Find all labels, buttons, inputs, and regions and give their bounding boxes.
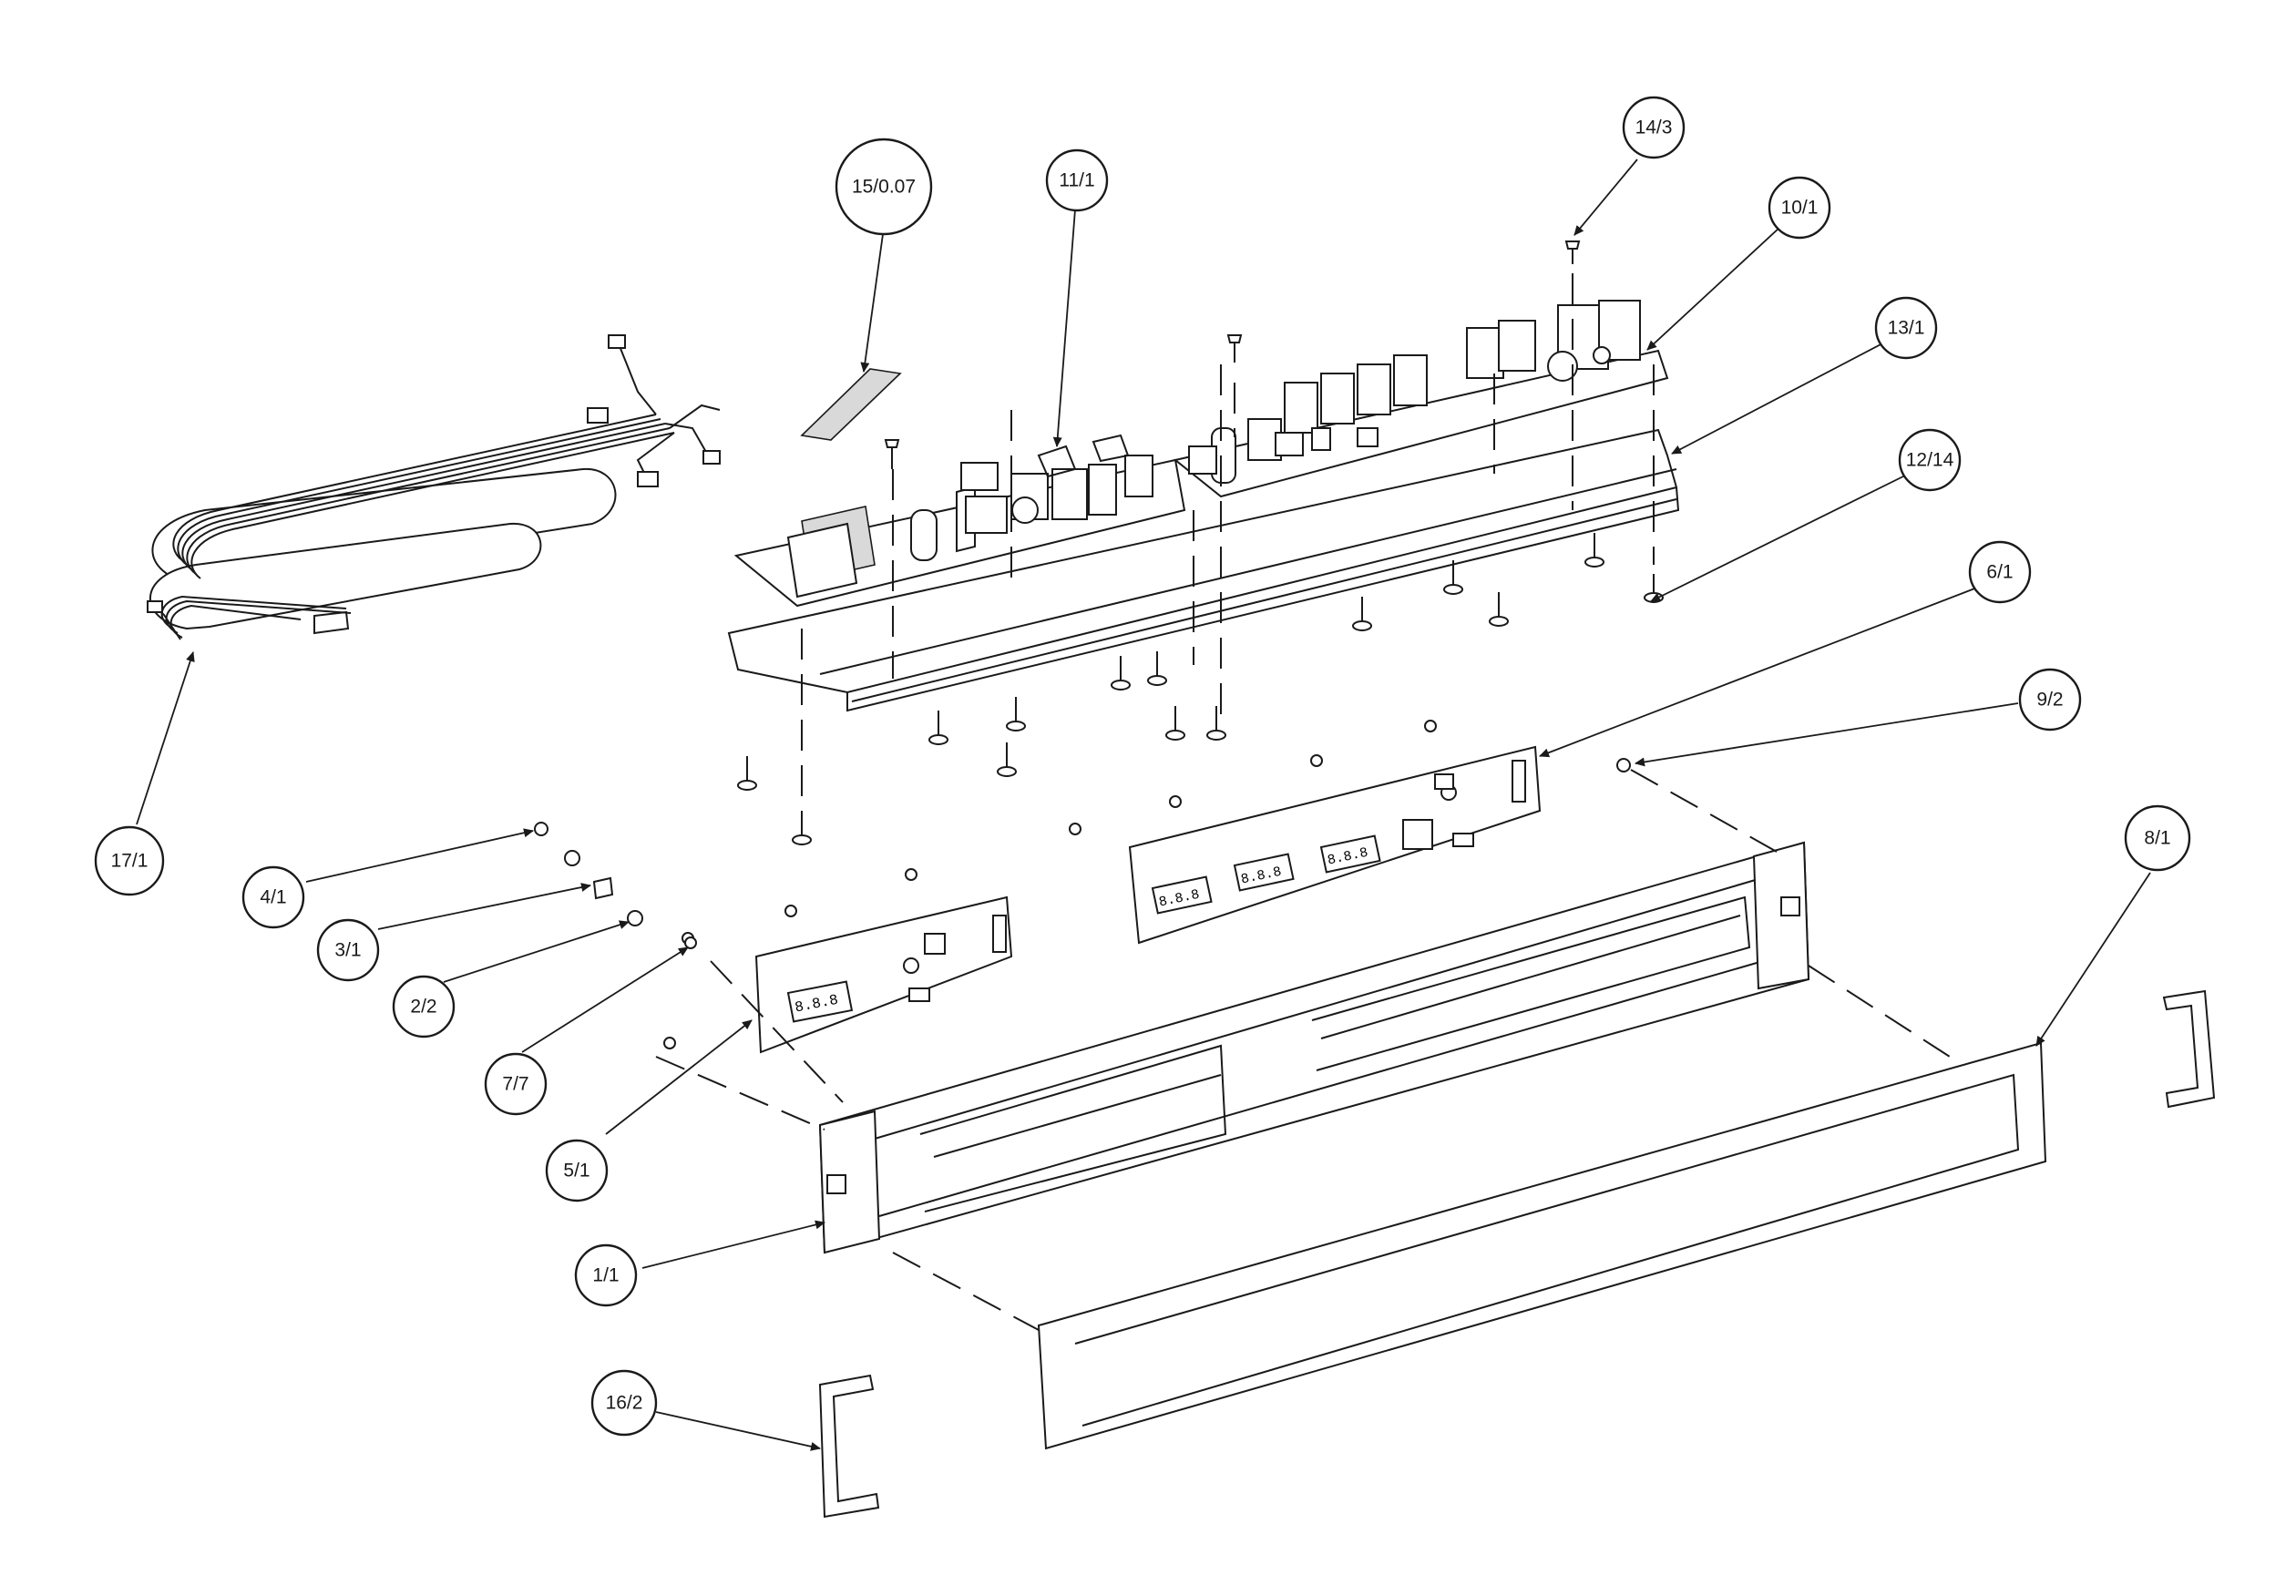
svg-text:11/1: 11/1	[1059, 170, 1094, 191]
svg-text:12/14: 12/14	[1906, 450, 1954, 471]
svg-text:17/1: 17/1	[111, 851, 149, 872]
callout-14: 14/3	[1622, 96, 1686, 159]
thermal-pad	[800, 368, 902, 441]
svg-text:16/2: 16/2	[606, 1393, 643, 1414]
svg-text:6/1: 6/1	[1986, 562, 2013, 583]
svg-text:13/1: 13/1	[1888, 318, 1925, 339]
display-screws-right	[1069, 720, 1631, 835]
callout-1: 1/1	[574, 1243, 638, 1307]
fastener-set	[534, 822, 697, 949]
wiring-harness	[147, 334, 721, 640]
handle-bracket-right	[2162, 989, 2216, 1109]
callout-6: 6/1	[1968, 540, 2032, 604]
callout-5: 5/1	[545, 1139, 609, 1202]
control-board-mounting-plate	[727, 428, 1680, 712]
alignment-lines	[655, 769, 1951, 1331]
callout-17: 17/1	[94, 825, 165, 896]
svg-text:4/1: 4/1	[260, 887, 286, 908]
callout-16: 16/2	[590, 1369, 658, 1437]
callout-3: 3/1	[316, 918, 380, 982]
svg-text:2/2: 2/2	[410, 997, 436, 1018]
svg-text:10/1: 10/1	[1781, 198, 1819, 219]
top-screws	[884, 240, 1581, 469]
relay-control-board	[1173, 300, 1669, 498]
svg-text:8/1: 8/1	[2144, 828, 2170, 849]
svg-text:3/1: 3/1	[334, 940, 361, 961]
callout-15: 15/0.07	[835, 138, 933, 236]
svg-text:15/0.07: 15/0.07	[852, 177, 916, 198]
power-control-board	[733, 434, 1186, 608]
assembly-guides	[801, 273, 1655, 824]
svg-text:9/2: 9/2	[2036, 690, 2063, 711]
front-glass-panel	[1037, 1041, 2047, 1450]
svg-text:7/7: 7/7	[502, 1074, 528, 1095]
leader-lines	[136, 159, 2151, 1451]
display-frame	[818, 841, 1810, 1254]
callout-4: 4/1	[241, 865, 305, 929]
handle-bracket-left	[818, 1374, 880, 1519]
svg-text:1/1: 1/1	[592, 1265, 619, 1286]
callout-10: 10/1	[1768, 176, 1831, 240]
svg-text:14/3: 14/3	[1635, 118, 1673, 138]
callout-12: 12/14	[1898, 428, 1962, 492]
callout-13: 13/1	[1874, 296, 1938, 360]
standoffs	[737, 533, 1664, 845]
callout-9: 9/2	[2018, 668, 2082, 732]
left-display-board: 8.8.8	[754, 895, 1013, 1054]
callout-2: 2/2	[392, 975, 456, 1038]
right-display-board: 8.8.8 8.8.8 8.8.8	[1128, 745, 1542, 945]
callout-8: 8/1	[2124, 804, 2191, 872]
callout-11: 11/1	[1045, 148, 1109, 212]
svg-text:5/1: 5/1	[563, 1161, 589, 1182]
callout-7: 7/7	[484, 1052, 548, 1116]
